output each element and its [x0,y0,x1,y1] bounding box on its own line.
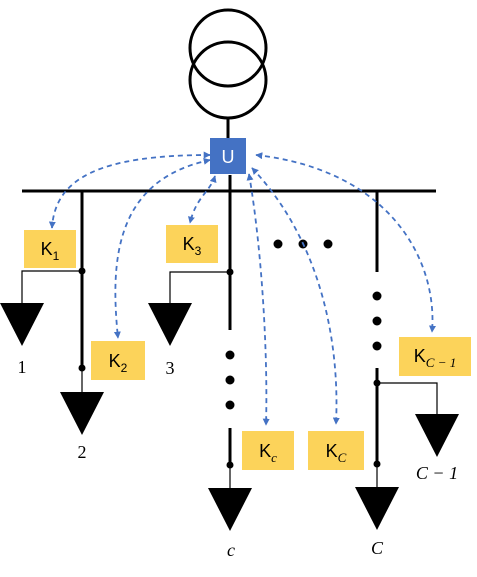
controller-kC: KC [308,431,364,470]
load-C-minus-1-icon [415,414,459,457]
continuation-dot [225,350,235,360]
transformer-icon [188,8,268,140]
load-C-icon [355,487,399,530]
substation-label: U [222,147,235,167]
link-kc [246,173,270,426]
load-C-label: C [371,538,384,558]
link-k1 [48,151,211,229]
load-1-icon [0,303,44,346]
svg-text:KC: KC [326,441,347,465]
controller-k1: K1 [24,230,76,268]
svg-text:Kc: Kc [259,441,277,465]
load-3-label: 3 [166,358,175,378]
continuation-dot [225,400,235,410]
controller-k3: K3 [166,225,218,263]
controller-kCm1: KC − 1 [399,337,471,376]
continuation-dot [372,341,382,351]
ellipsis-dot [323,239,333,249]
svg-text:K2: K2 [109,351,128,375]
load-1-label: 1 [18,357,27,377]
continuation-dot [372,316,382,326]
svg-text:K1: K1 [41,239,60,263]
ellipsis-dot [273,239,283,249]
load-c-icon [208,488,252,531]
continuation-dot [372,291,382,301]
load-c-label: c [227,540,235,560]
svg-text:KC − 1: KC − 1 [414,346,456,370]
controller-k2: K2 [91,341,145,380]
load-C-minus-1-label: C − 1 [416,463,458,483]
feeder-3 [169,175,235,488]
load-2-label: 2 [78,442,87,462]
link-kCm1 [255,152,437,333]
continuation-dot [225,375,235,385]
communication-links [48,151,437,426]
controller-kc: Kc [242,431,294,470]
svg-text:K3: K3 [183,234,202,258]
load-3-icon [148,303,192,346]
link-kC [251,167,340,425]
substation-controller: U [210,138,246,174]
link-k3 [188,175,217,224]
feeder-1 [21,191,86,392]
load-2-icon [60,392,104,435]
